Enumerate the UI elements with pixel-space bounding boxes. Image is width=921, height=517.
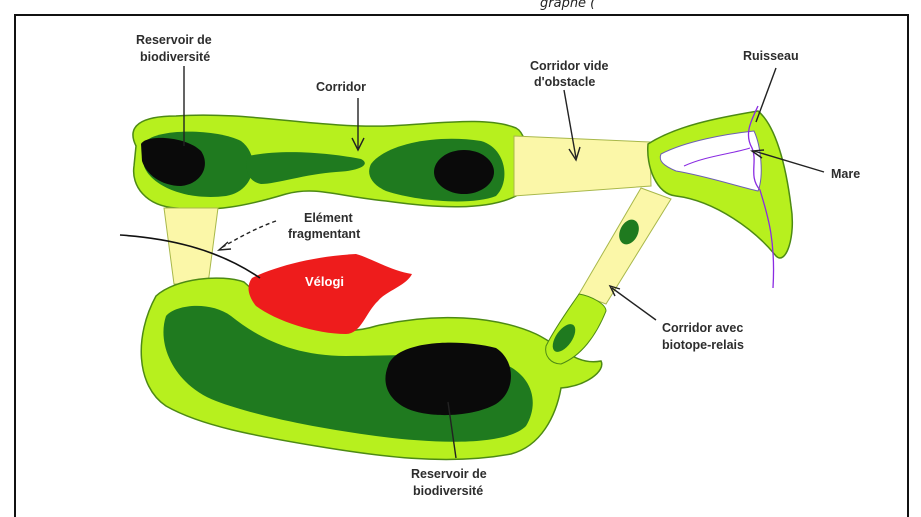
label-corridor-vide-1: Corridor vide bbox=[530, 59, 609, 73]
label-ruisseau: Ruisseau bbox=[743, 49, 799, 63]
relay-corridor-lower bbox=[546, 294, 606, 364]
label-reservoir-top-2: biodiversité bbox=[140, 50, 210, 64]
diagram-frame: Vélogi Reservoir de biodiversité Corrido… bbox=[14, 14, 909, 517]
label-reservoir-top-1: Reservoir de bbox=[136, 33, 212, 47]
pointer-ruisseau bbox=[756, 68, 776, 122]
ecological-network-diagram: Vélogi Reservoir de biodiversité Corrido… bbox=[16, 16, 909, 517]
label-corridor-avec-1: Corridor avec bbox=[662, 321, 743, 335]
label-corridor: Corridor bbox=[316, 80, 366, 94]
pointer-element-dashed bbox=[221, 221, 276, 248]
corridor-empty-of-obstacles bbox=[514, 136, 651, 196]
label-mare: Mare bbox=[831, 167, 860, 181]
velogi-label: Vélogi bbox=[305, 274, 344, 289]
label-corridor-avec-2: biotope-relais bbox=[662, 338, 744, 352]
pointer-corridor-avec bbox=[612, 288, 656, 320]
label-corridor-vide-2: d'obstacle bbox=[534, 75, 595, 89]
label-element-2: fragmentant bbox=[288, 227, 361, 241]
caption-text: graphe ( bbox=[540, 0, 595, 11]
label-reservoir-bottom-1: Reservoir de bbox=[411, 467, 487, 481]
top-reservoir-core-right bbox=[434, 150, 494, 194]
label-element-1: Elément bbox=[304, 211, 353, 225]
corridor-with-relay-biotope bbox=[579, 188, 671, 304]
label-reservoir-bottom-2: biodiversité bbox=[413, 484, 483, 498]
